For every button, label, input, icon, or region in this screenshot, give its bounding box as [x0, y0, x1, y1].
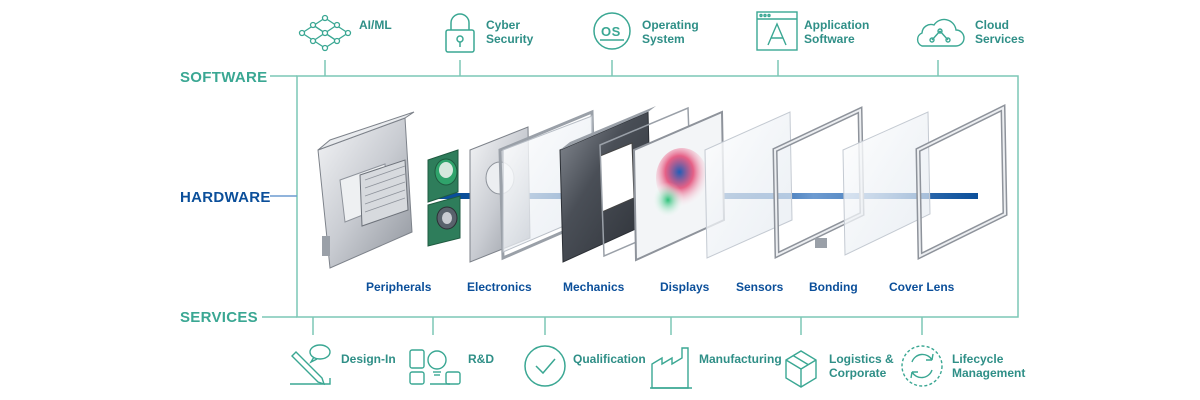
application-window-icon [756, 11, 798, 51]
bonding-layer [842, 111, 931, 256]
service-item-rnd: R&D [468, 352, 494, 366]
component-displays: Displays [660, 280, 710, 294]
os-icon [593, 12, 631, 50]
housing-part [317, 111, 415, 269]
service-item-lifecycle-management: Lifecycle Management [952, 352, 1026, 380]
neural-network-icon [298, 14, 352, 52]
peripheral-boards [427, 149, 461, 247]
software-heading: SOFTWARE [180, 69, 268, 86]
component-sensors: Sensors [736, 280, 784, 294]
factory-icon [650, 347, 692, 389]
component-bonding: Bonding [809, 280, 858, 294]
service-item-design-in: Design-In [341, 352, 396, 366]
cloud-icon [916, 18, 965, 47]
software-item-operating-system: Operating System [642, 18, 699, 46]
service-item-qualification: Qualification [573, 352, 646, 366]
software-item-aiml: AI/ML [359, 18, 392, 32]
component-peripherals: Peripherals [366, 280, 432, 294]
software-item-cyber-security: Cyber Security [486, 18, 534, 46]
lifecycle-arrows-icon [901, 345, 943, 387]
component-electronics: Electronics [467, 280, 532, 294]
display-panel [632, 110, 793, 262]
software-item-cloud-services: Cloud Services [975, 18, 1025, 46]
service-item-manufacturing: Manufacturing [699, 352, 782, 366]
cover-lens [915, 104, 1008, 260]
lock-icon [445, 13, 475, 53]
hardware-heading: HARDWARE [180, 189, 271, 206]
service-item-logistics-corporate: Logistics & Corporate [829, 352, 894, 380]
component-cover-lens: Cover Lens [889, 280, 955, 294]
component-mechanics: Mechanics [563, 280, 625, 294]
os-icon-text: OS [601, 24, 621, 39]
design-pencil-icon [290, 344, 331, 386]
checkmark-circle-icon [524, 345, 566, 387]
lab-bulb-icon [409, 349, 461, 385]
mechanics-panel [559, 106, 693, 263]
services-heading: SERVICES [180, 309, 258, 326]
package-box-icon [785, 350, 817, 388]
software-item-application-software: Application Software [804, 18, 870, 46]
